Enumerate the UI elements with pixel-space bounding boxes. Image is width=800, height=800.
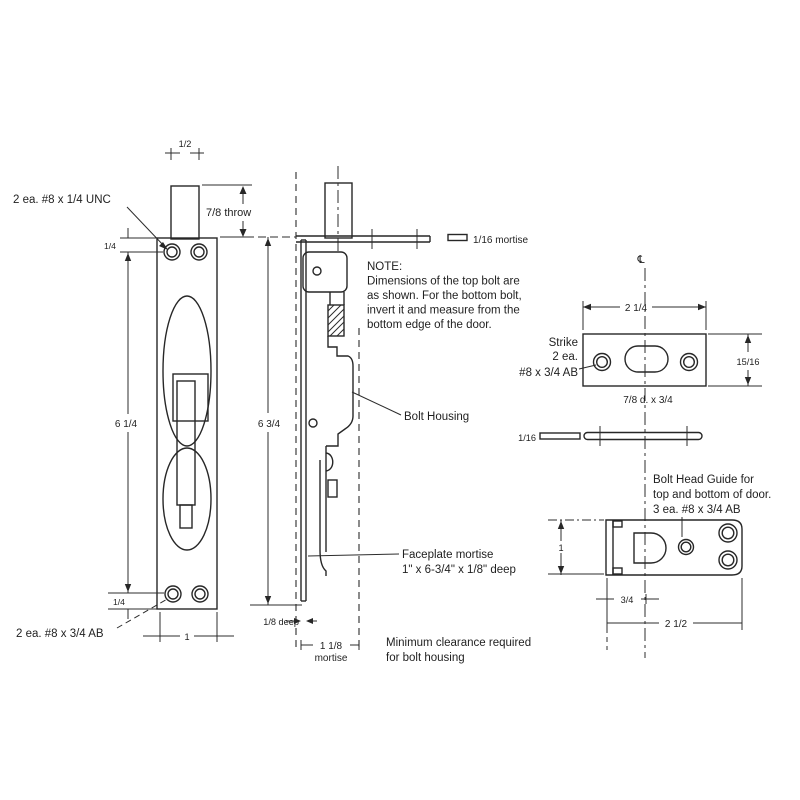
strike-plate-view: ℄ 2 1/4 15/16 7/8 d. x 3/4: [519, 254, 762, 658]
note-line-4: bottom edge of the door.: [367, 319, 492, 331]
throw-dim-label: 7/8 throw: [206, 207, 251, 219]
strike-height-dim-label: 15/16: [737, 357, 760, 367]
note-line-3: invert it and measure from the: [367, 305, 520, 317]
faceplate-mortise-label-line2: 1" x 6-3/4" x 1/8" deep: [402, 564, 516, 576]
centerline-symbol: ℄: [636, 254, 644, 266]
side-height-dim-label: 6 3/4: [258, 419, 281, 430]
guide-offset-dimension: [596, 578, 659, 650]
plate-depth-ticks: [286, 618, 317, 624]
side-view: 1/16 mortise: [222, 166, 531, 664]
bottom-screws-spec-label: 2 ea. #8 x 3/4 AB: [16, 628, 104, 640]
guide-plate-edge-view: 1/16: [518, 426, 703, 446]
strike-label-line1: Strike: [549, 337, 578, 349]
rod-width-dimension: [165, 148, 204, 160]
front-left-dimensions: [108, 228, 164, 619]
strike-slot-dim-label: 7/8 d. x 3/4: [623, 395, 673, 406]
guide-width-dim-label: 2 1/2: [665, 619, 688, 630]
note-line-1: Dimensions of the top bolt are: [367, 276, 520, 288]
strike-label-leader: [578, 364, 597, 370]
faceplate-mortise-leader: [307, 553, 400, 557]
guide-thickness-dim-label: 1/16: [518, 433, 536, 443]
strike-label-line3: #8 x 3/4 AB: [519, 367, 578, 379]
clearance-note-line1: Minimum clearance required: [386, 637, 531, 649]
bolt-housing-leader: [351, 391, 402, 416]
front-view: 1/2 7/8 throw: [13, 139, 252, 642]
front-faceplate: [156, 237, 218, 610]
front-lower-oval-cutout: [162, 447, 212, 551]
front-width-dimension: [143, 612, 234, 642]
note-line-2: as shown. For the bottom bolt,: [367, 290, 522, 302]
mortise-width-word-label: mortise: [315, 653, 348, 664]
strike-plate: [582, 333, 707, 387]
guide-height-dim-label: 1: [558, 543, 563, 553]
strike-screw-holes: [592, 352, 699, 372]
guide-edge-segment: [539, 432, 581, 440]
side-faceplate-section: [300, 239, 307, 602]
note-block: NOTE: Dimensions of the top bolt are as …: [367, 261, 522, 331]
guide-bolt-head-cutout: [633, 532, 667, 564]
guide-width-dimension: [607, 578, 743, 630]
guide-label-line1: Bolt Head Guide for: [653, 474, 754, 486]
plate-depth-dim-label: 1/8 deep: [263, 617, 299, 627]
bolt-housing-label: Bolt Housing: [404, 411, 469, 423]
side-height-dimension: [250, 237, 302, 606]
front-upper-oval-cutout: [162, 295, 212, 447]
front-bolt-knob: [172, 373, 209, 529]
top-mortise-label: 1/16 mortise: [473, 235, 528, 246]
bolt-head-guide-view: Bolt Head Guide for top and bottom of do…: [548, 474, 771, 650]
guide-offset-dim-label: 3/4: [621, 595, 634, 605]
rod-width-dim-label: 1/2: [179, 139, 192, 149]
strike-width-dimension: [582, 301, 707, 330]
guide-label-line3: 3 ea. #8 x 3/4 AB: [653, 504, 741, 516]
faceplate-mortise-label-line1: Faceplate mortise: [402, 549, 493, 561]
top-screws-spec-label: 2 ea. #8 x 1/4 UNC: [13, 194, 111, 206]
guide-screw-holes: [677, 523, 738, 570]
front-bolt-rod: [170, 185, 200, 240]
guide-label-line2: top and bottom of door.: [653, 489, 771, 501]
guide-flange: [612, 520, 623, 575]
guide-plate-outline: [605, 519, 743, 576]
clearance-note-line2: for bolt housing: [386, 652, 465, 664]
strike-width-dim-label: 2 1/4: [625, 303, 648, 314]
bolt-mechanism-profile: [302, 251, 354, 576]
plate-width-dim-label: 1: [184, 632, 189, 642]
spring-hatch: [327, 304, 345, 337]
mortise-width-dim-label: 1 1/8: [320, 641, 343, 652]
top-guide-plate-edge: [296, 229, 468, 249]
strike-label-line2: 2 ea.: [552, 351, 578, 363]
guide-height-dimension: [548, 519, 604, 575]
mortise-width-dimension: [300, 640, 360, 650]
note-title: NOTE:: [367, 261, 402, 273]
top-offset-dim-label: 1/4: [104, 241, 116, 251]
bottom-offset-dim-label: 1/4: [113, 597, 125, 607]
guide-edge-plate: [583, 431, 703, 441]
screw-span-dim-label: 6 1/4: [115, 419, 138, 430]
front-screw-holes: [163, 243, 209, 603]
strike-bolt-slot: [624, 345, 669, 373]
strike-height-dimension: [708, 333, 762, 387]
